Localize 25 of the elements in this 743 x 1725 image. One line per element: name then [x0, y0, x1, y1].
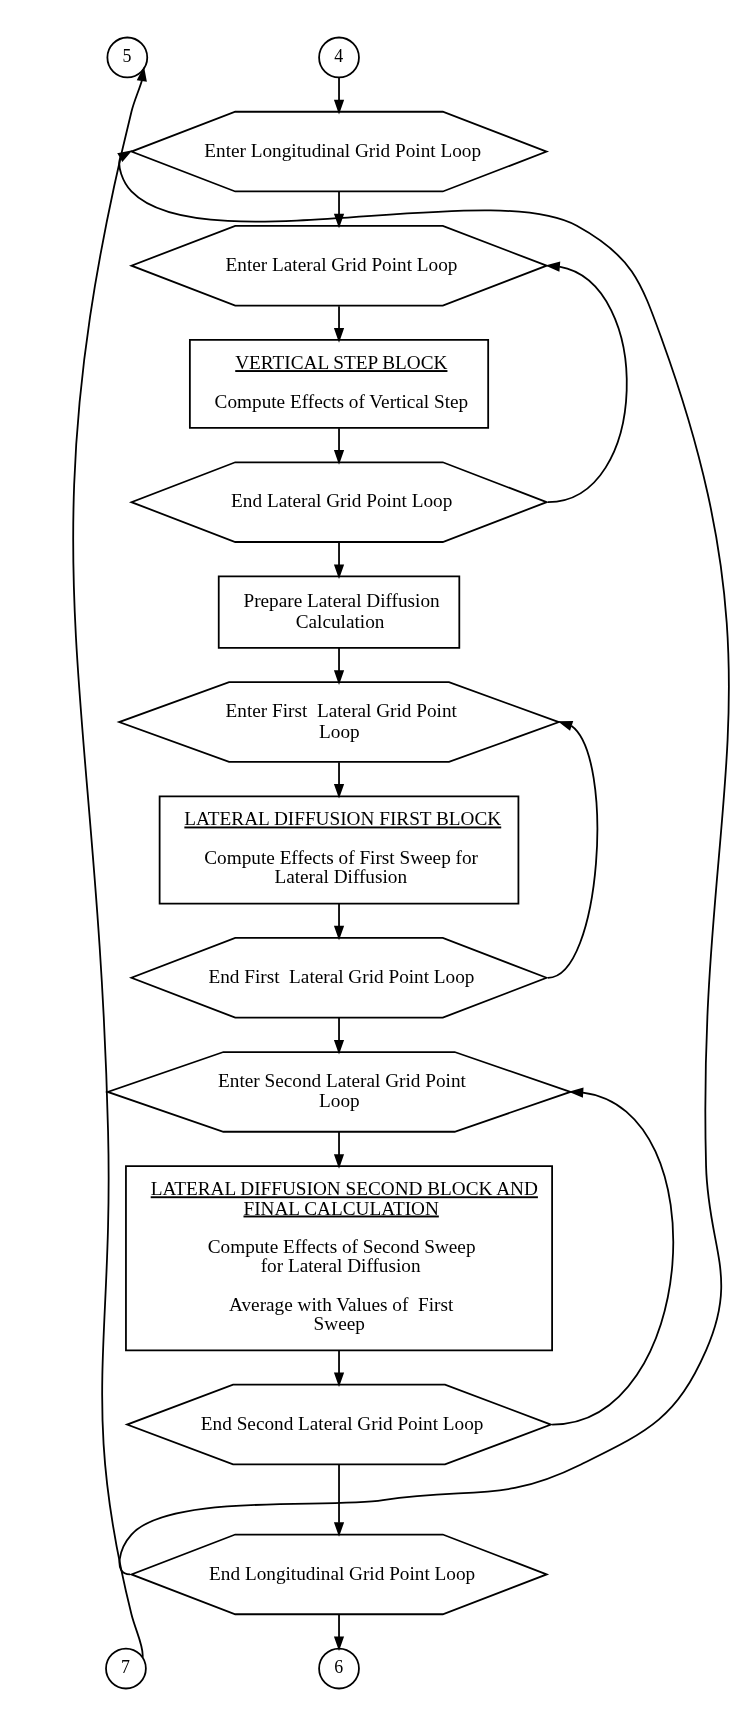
- arrow: [551, 1087, 674, 1425]
- node-box: VERTICAL STEP BLOCK Compute Effects of Vertical Step: [188, 338, 490, 429]
- arrow: [333, 646, 345, 685]
- arrow: [333, 426, 345, 465]
- arrow: [545, 261, 628, 503]
- arrow: [333, 1016, 345, 1054]
- arrow: [333, 1613, 345, 1651]
- arrow: [333, 540, 345, 579]
- node-box: LATERAL DIFFUSION SECOND BLOCK AND FINAL CALCULATION Compute Effects of Second Sweep for Lateral Diffusion Average with Values of First Sweep: [125, 1164, 553, 1351]
- arrow: [333, 1463, 345, 1537]
- arrow: [117, 149, 730, 1575]
- node-box: Prepare Lateral Diffusion Calculation: [217, 575, 461, 649]
- node-circle: 5: [106, 36, 149, 78]
- arrow: [333, 902, 345, 940]
- arrow: [333, 304, 345, 343]
- node-circle: 7: [105, 1647, 147, 1689]
- arrow: [333, 760, 345, 799]
- node-circle: 6: [318, 1647, 360, 1689]
- arrow: [333, 1349, 345, 1387]
- node-box: LATERAL DIFFUSION FIRST BLOCK Compute Effects of First Sweep for Lateral Diffusion: [158, 794, 520, 904]
- node-circle: 4: [318, 36, 360, 78]
- arrow: [333, 76, 345, 114]
- arrow: [72, 66, 147, 1658]
- arrow: [333, 1130, 345, 1169]
- arrow: [547, 720, 599, 979]
